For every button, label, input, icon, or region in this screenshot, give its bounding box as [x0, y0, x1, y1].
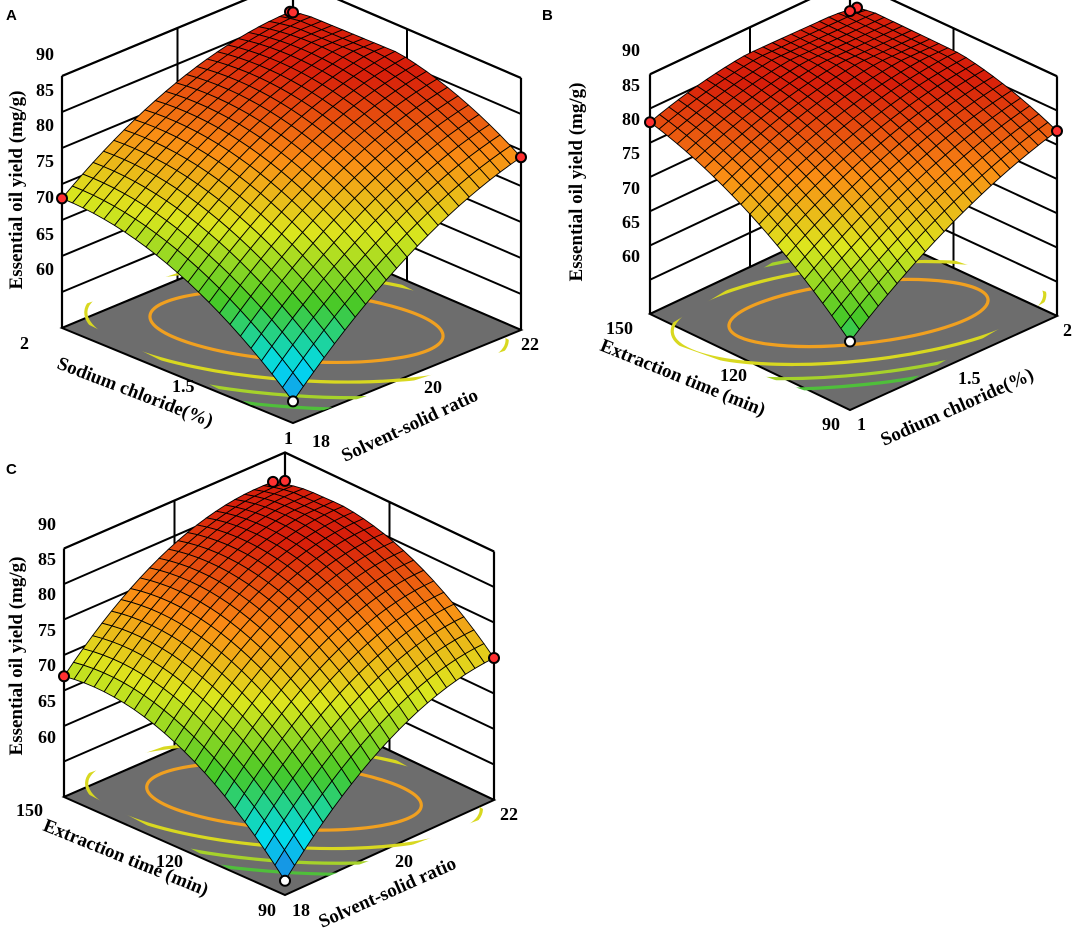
surface-cell [840, 315, 860, 343]
panel-b-z-axis-title: Essential oil yield (mg/g) [566, 83, 587, 282]
x-tick: 120 [720, 365, 747, 385]
panel-letter-a: A [6, 7, 17, 24]
z-tick: 90 [38, 514, 56, 534]
panel-b: B 60 65 70 75 80 85 90 Essential oil yie… [542, 0, 1072, 451]
x-tick: 90 [258, 900, 276, 920]
panel-b-z-ticks: 60 65 70 75 80 85 90 [622, 40, 640, 266]
center-point [844, 5, 856, 18]
design-point [488, 652, 500, 664]
z-tick: 75 [622, 143, 640, 163]
x-tick: 2 [20, 333, 29, 353]
z-gridline [63, 451, 495, 553]
x-tick: 150 [16, 800, 43, 820]
z-tick: 65 [38, 691, 56, 711]
x-tick: 1 [284, 428, 293, 448]
z-tick: 80 [622, 109, 640, 129]
panel-a: A 60 65 70 75 80 85 90 Essential oil yie… [6, 0, 539, 467]
z-tick: 75 [36, 151, 54, 171]
y-tick: 20 [424, 377, 442, 397]
z-gridline [649, 0, 1058, 78]
design-point [644, 116, 656, 129]
design-point [515, 151, 527, 164]
panel-c-z-axis-title: Essential oil yield (mg/g) [6, 557, 27, 756]
x-tick: 90 [822, 414, 840, 434]
z-tick: 60 [36, 259, 54, 279]
z-tick: 85 [622, 75, 640, 95]
z-tick: 80 [36, 115, 54, 135]
design-point [279, 874, 291, 887]
y-tick: 1 [857, 414, 866, 434]
center-point [279, 474, 291, 487]
surface-cell [281, 371, 304, 403]
z-tick: 80 [38, 584, 56, 604]
z-tick: 85 [36, 80, 54, 100]
z-tick: 60 [38, 727, 56, 747]
y-tick: 18 [312, 431, 330, 451]
z-tick: 70 [36, 187, 54, 207]
z-tick: 90 [36, 44, 54, 64]
y-tick: 18 [292, 900, 310, 920]
panel-letter-b: B [542, 7, 553, 24]
z-tick: 70 [622, 178, 640, 198]
y-tick: 22 [500, 804, 518, 824]
y-tick: 2 [1063, 320, 1072, 340]
x-tick: 120 [156, 851, 183, 871]
z-tick: 65 [36, 224, 54, 244]
panel-c: C 60 65 70 75 80 85 90 Essential oil yie… [6, 451, 518, 933]
z-tick: 85 [38, 549, 56, 569]
center-point [287, 6, 299, 19]
z-tick: 60 [622, 246, 640, 266]
panel-c-z-ticks: 60 65 70 75 80 85 90 [38, 514, 56, 747]
design-point [1051, 125, 1063, 138]
z-tick: 75 [38, 620, 56, 640]
design-point [844, 335, 856, 348]
z-tick: 70 [38, 655, 56, 675]
y-tick: 22 [521, 334, 539, 354]
panel-a-z-axis-title: Essential oil yield (mg/g) [6, 91, 27, 290]
panel-c-surface [58, 474, 500, 887]
z-tick: 90 [622, 40, 640, 60]
panel-a-surface [56, 5, 527, 408]
y-tick: 1.5 [958, 368, 981, 388]
panel-b-surface [644, 1, 1063, 348]
panel-letter-c: C [6, 461, 17, 478]
surface-cell [274, 849, 296, 882]
z-tick: 65 [622, 212, 640, 232]
design-point [287, 395, 299, 408]
z-gridline [61, 0, 522, 79]
x-tick: 1.5 [172, 376, 195, 396]
x-tick: 150 [606, 318, 633, 338]
y-tick: 20 [395, 851, 413, 871]
design-point [58, 670, 70, 683]
design-point [56, 192, 68, 205]
panel-a-z-ticks: 60 65 70 75 80 85 90 [36, 44, 54, 279]
design-point [267, 475, 279, 488]
